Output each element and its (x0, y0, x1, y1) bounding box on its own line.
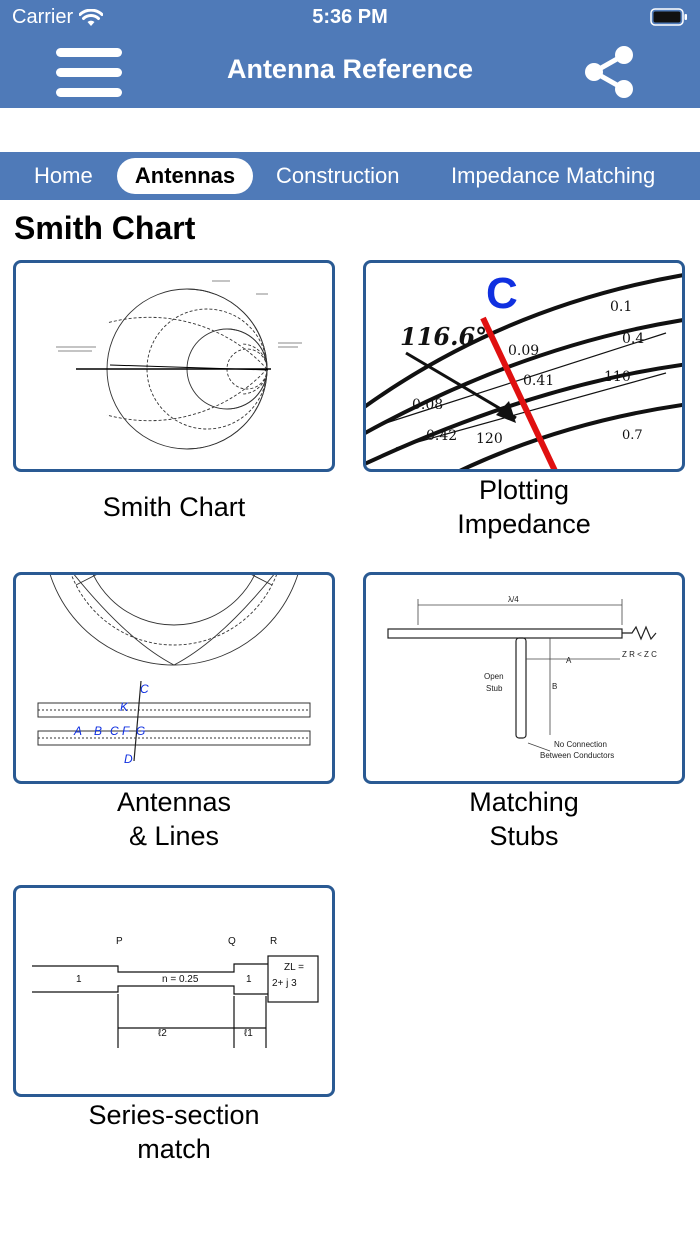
smith-chart-thumbnail (56, 280, 302, 450)
carrier-label: Carrier (12, 6, 74, 28)
svg-text:λ/4: λ/4 (508, 595, 519, 604)
svg-text:ZL =: ZL = (284, 962, 304, 973)
wifi-icon (79, 8, 104, 26)
svg-text:D: D (124, 752, 133, 766)
card-smith-chart[interactable] (13, 260, 335, 472)
svg-text:A: A (566, 656, 572, 665)
svg-text:Between Conductors: Between Conductors (540, 751, 614, 760)
svg-text:Open: Open (484, 672, 504, 681)
svg-text:R: R (270, 936, 277, 947)
status-time: 5:36 PM (312, 6, 388, 28)
navigation-bar: Antenna Reference (0, 36, 700, 108)
tab-construction[interactable]: Construction (276, 163, 400, 188)
card-plotting-impedance[interactable]: C 116.6° 0.1 0.4 0.09 0.41 110 0.08 0.42… (363, 260, 685, 472)
card-series-section-match[interactable]: P Q R 1 n = 0.25 1 ZL = 2+ j 3 ℓ2 ℓ1 (13, 885, 335, 1097)
svg-text:No Connection: No Connection (554, 740, 607, 749)
tab-antennas[interactable]: Antennas (117, 158, 253, 194)
app-header: Carrier 5:36 PM Antenna Reference (0, 0, 700, 108)
svg-text:0.09: 0.09 (508, 343, 539, 359)
svg-text:A: A (73, 724, 82, 738)
tab-impedance-matching[interactable]: Impedance Matching (451, 163, 656, 188)
svg-text:2+ j 3: 2+ j 3 (272, 978, 297, 989)
svg-text:Z R < Z C: Z R < Z C (622, 650, 657, 659)
red-line-letter: C (486, 269, 518, 318)
battery-icon (650, 8, 687, 26)
svg-text:0.08: 0.08 (412, 397, 443, 413)
svg-text:C: C (140, 682, 149, 696)
share-icon[interactable] (580, 42, 640, 102)
svg-text:0.42: 0.42 (426, 428, 457, 444)
svg-text:120: 120 (476, 431, 503, 447)
svg-text:G: G (136, 724, 145, 738)
svg-text:C F: C F (110, 724, 130, 738)
svg-text:Stub: Stub (486, 684, 503, 693)
svg-text:0.41: 0.41 (523, 373, 554, 389)
svg-text:0.1: 0.1 (610, 299, 632, 315)
angle-label: 116.6° (400, 322, 487, 351)
svg-text:n = 0.25: n = 0.25 (162, 974, 199, 985)
hamburger-menu-icon[interactable] (56, 48, 124, 98)
svg-text:B: B (94, 724, 102, 738)
plotting-impedance-thumbnail: C 116.6° 0.1 0.4 0.09 0.41 110 0.08 0.42… (366, 269, 682, 469)
caption-smith-chart: Smith Chart (102, 492, 246, 522)
svg-text:0.4: 0.4 (622, 331, 644, 347)
caption-matching-stubs: Matching Stubs (469, 787, 579, 851)
card-antennas-lines[interactable]: C K A B C F G D (13, 572, 335, 784)
svg-text:1: 1 (76, 974, 82, 985)
svg-text:ℓ1: ℓ1 (244, 1028, 253, 1039)
caption-plotting-impedance: Plotting Impedance (457, 475, 591, 539)
svg-text:Q: Q (228, 936, 236, 947)
antennas-lines-thumbnail: C K A B C F G D (37, 575, 311, 766)
svg-text:B: B (552, 682, 557, 691)
tab-home[interactable]: Home (34, 163, 93, 188)
page-title: Antenna Reference (226, 54, 474, 84)
caption-series-section-match: Series-section match (88, 1100, 260, 1164)
svg-text:0.7: 0.7 (622, 428, 643, 443)
svg-text:ℓ2: ℓ2 (158, 1028, 167, 1039)
series-section-match-thumbnail: P Q R 1 n = 0.25 1 ZL = 2+ j 3 ℓ2 ℓ1 (32, 936, 319, 1048)
svg-text:1: 1 (246, 974, 252, 985)
status-bar: Carrier 5:36 PM (0, 0, 700, 36)
card-matching-stubs[interactable]: λ/4 Open Stub A B Z R < Z C No Connectio… (363, 572, 685, 784)
caption-antennas-lines: Antennas & Lines (116, 787, 232, 851)
svg-text:110: 110 (604, 369, 631, 385)
svg-text:P: P (116, 936, 123, 947)
svg-text:K: K (120, 700, 129, 714)
matching-stubs-thumbnail: λ/4 Open Stub A B Z R < Z C No Connectio… (387, 595, 657, 760)
category-tab-bar: Home Antennas Construction Impedance Mat… (0, 152, 700, 200)
section-title: Smith Chart (14, 210, 196, 246)
carrier-info: Carrier (12, 6, 104, 29)
